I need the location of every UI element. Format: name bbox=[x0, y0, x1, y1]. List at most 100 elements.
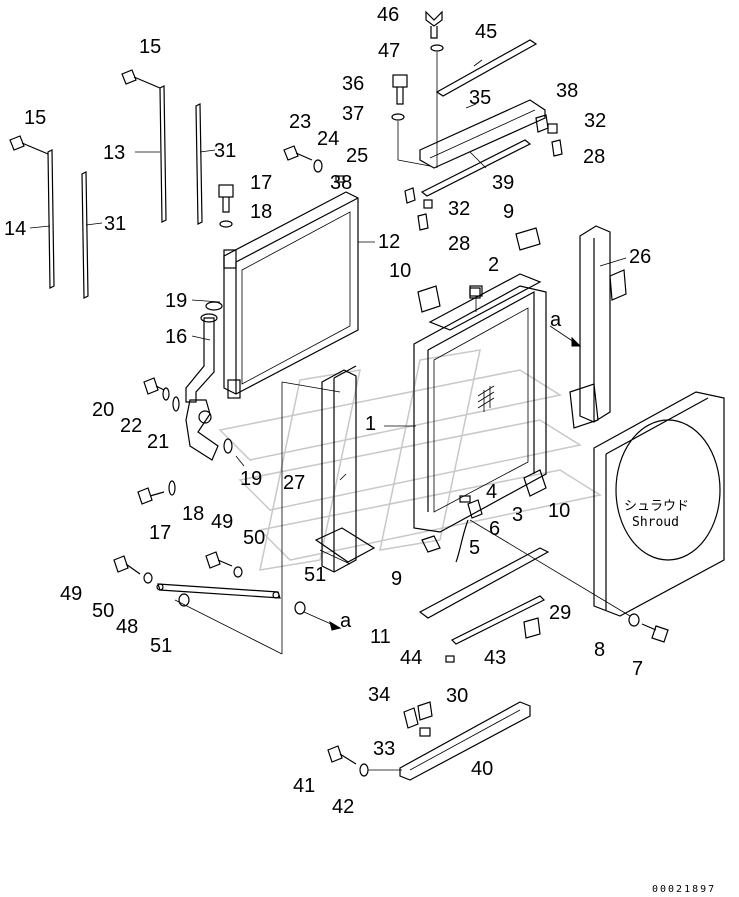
drain-cock-4[interactable] bbox=[459, 495, 471, 503]
fan-shroud[interactable] bbox=[593, 391, 725, 617]
callout-37[interactable]: 37 bbox=[342, 103, 364, 125]
bar-45[interactable] bbox=[435, 39, 538, 97]
rubber-38-top[interactable] bbox=[535, 114, 549, 133]
rubber-38-mid[interactable] bbox=[404, 187, 416, 204]
mount-9-lower[interactable] bbox=[421, 535, 441, 553]
oring-19-lower[interactable] bbox=[223, 438, 233, 454]
callout-49-lower[interactable]: 49 bbox=[60, 583, 82, 605]
radiator-assembly-1[interactable] bbox=[413, 273, 547, 533]
cushion-30[interactable] bbox=[417, 701, 433, 721]
callout-28-mid[interactable]: 28 bbox=[448, 233, 470, 255]
bracket-35[interactable] bbox=[419, 99, 546, 169]
bolt-15-upper[interactable] bbox=[121, 69, 161, 89]
rod-13[interactable] bbox=[159, 85, 167, 223]
wing-bolt-46[interactable] bbox=[425, 10, 443, 39]
washer-50-lower[interactable] bbox=[143, 572, 153, 584]
callout-21[interactable]: 21 bbox=[147, 431, 169, 453]
cushion-44[interactable] bbox=[445, 655, 455, 663]
cushion-28-top[interactable] bbox=[551, 139, 563, 157]
rod-31-upper[interactable] bbox=[195, 103, 203, 225]
callout-28-top[interactable]: 28 bbox=[583, 146, 605, 168]
callout-20[interactable]: 20 bbox=[92, 399, 114, 421]
washer-37[interactable] bbox=[391, 113, 431, 167]
rod-14[interactable] bbox=[47, 149, 55, 289]
callout-18-top[interactable]: 18 bbox=[250, 201, 272, 223]
clip-25[interactable] bbox=[335, 175, 345, 183]
bolt-17-lower[interactable] bbox=[137, 487, 165, 505]
hose-16[interactable] bbox=[185, 313, 218, 403]
callout-35[interactable]: 35 bbox=[469, 87, 491, 109]
callout-40[interactable]: 40 bbox=[471, 758, 493, 780]
washer-24[interactable] bbox=[313, 159, 323, 173]
elbow-pipe[interactable] bbox=[185, 399, 219, 461]
bolt-7[interactable] bbox=[641, 623, 669, 643]
callout-38-mid[interactable]: 38 bbox=[330, 172, 352, 194]
callout-50-upper[interactable]: 50 bbox=[243, 527, 265, 549]
bracket-40[interactable] bbox=[399, 701, 531, 781]
callout-32-mid[interactable]: 32 bbox=[448, 198, 470, 220]
callout-31-upper[interactable]: 31 bbox=[214, 140, 236, 162]
mount-10-lower[interactable] bbox=[523, 469, 547, 497]
callout-43[interactable]: 43 bbox=[484, 647, 506, 669]
washer-47[interactable] bbox=[430, 44, 444, 168]
callout-23[interactable]: 23 bbox=[289, 111, 311, 133]
callout-30[interactable]: 30 bbox=[446, 685, 468, 707]
callout-51-upper[interactable]: 51 bbox=[304, 564, 326, 586]
bar-39[interactable] bbox=[420, 139, 532, 197]
oil-cooler-12[interactable] bbox=[223, 191, 359, 399]
callout-48[interactable]: 48 bbox=[116, 616, 138, 638]
washer-22[interactable] bbox=[162, 387, 170, 401]
callout-39[interactable]: 39 bbox=[492, 172, 514, 194]
callout-49-upper[interactable]: 49 bbox=[211, 511, 233, 533]
callout-13[interactable]: 13 bbox=[103, 142, 125, 164]
callout-18-lower[interactable]: 18 bbox=[182, 503, 204, 525]
callout-12[interactable]: 12 bbox=[378, 231, 400, 253]
callout-33[interactable]: 33 bbox=[373, 738, 395, 760]
callout-27[interactable]: 27 bbox=[283, 472, 305, 494]
callout-16[interactable]: 16 bbox=[165, 326, 187, 348]
bolt-15-left[interactable] bbox=[9, 135, 49, 155]
cap-2[interactable] bbox=[469, 285, 483, 312]
nut-33[interactable] bbox=[419, 727, 431, 737]
callout-24[interactable]: 24 bbox=[317, 128, 339, 150]
callout-46[interactable]: 46 bbox=[377, 4, 399, 26]
callout-51-lower[interactable]: 51 bbox=[150, 635, 172, 657]
cushion-28-mid[interactable] bbox=[417, 213, 429, 231]
callout-22[interactable]: 22 bbox=[120, 415, 142, 437]
seal-11[interactable] bbox=[418, 547, 550, 619]
callout-11[interactable]: 11 bbox=[370, 626, 391, 648]
callout-34[interactable]: 34 bbox=[368, 684, 390, 706]
callout-41[interactable]: 41 bbox=[293, 775, 315, 797]
seal-43[interactable] bbox=[450, 595, 546, 645]
bolt-17-upper[interactable] bbox=[218, 184, 234, 213]
washer-51-upper[interactable] bbox=[294, 601, 306, 615]
washer-50-upper[interactable] bbox=[233, 566, 243, 578]
mount-9-upper[interactable] bbox=[515, 227, 541, 251]
callout-31-lower[interactable]: 31 bbox=[104, 213, 126, 235]
callout-44[interactable]: 44 bbox=[400, 647, 422, 669]
callout-2[interactable]: 2 bbox=[488, 254, 499, 276]
callout-15-top[interactable]: 15 bbox=[139, 36, 161, 58]
callout-1[interactable]: 1 bbox=[365, 413, 376, 435]
callout-50-lower[interactable]: 50 bbox=[92, 600, 114, 622]
callout-32-top[interactable]: 32 bbox=[584, 110, 606, 132]
bolt-20[interactable] bbox=[143, 377, 165, 395]
bolt-36[interactable] bbox=[392, 74, 408, 105]
callout-19-top[interactable]: 19 bbox=[165, 290, 187, 312]
washer-42[interactable] bbox=[359, 763, 402, 777]
oring-21[interactable] bbox=[172, 396, 180, 412]
callout-9-top[interactable]: 9 bbox=[503, 201, 514, 223]
stay-48[interactable] bbox=[156, 583, 281, 599]
callout-4[interactable]: 4 bbox=[486, 481, 497, 503]
cushion-29[interactable] bbox=[523, 617, 541, 639]
callout-25[interactable]: 25 bbox=[346, 145, 368, 167]
bolt-23[interactable] bbox=[283, 145, 313, 161]
callout-6[interactable]: 6 bbox=[489, 518, 500, 540]
mount-10-upper[interactable] bbox=[417, 285, 441, 313]
drain-plug-3[interactable] bbox=[467, 499, 483, 519]
callout-19-lower[interactable]: 19 bbox=[240, 468, 262, 490]
callout-7[interactable]: 7 bbox=[632, 658, 643, 680]
callout-29[interactable]: 29 bbox=[549, 602, 571, 624]
callout-42[interactable]: 42 bbox=[332, 796, 354, 818]
callout-17-lower[interactable]: 17 bbox=[149, 522, 171, 544]
